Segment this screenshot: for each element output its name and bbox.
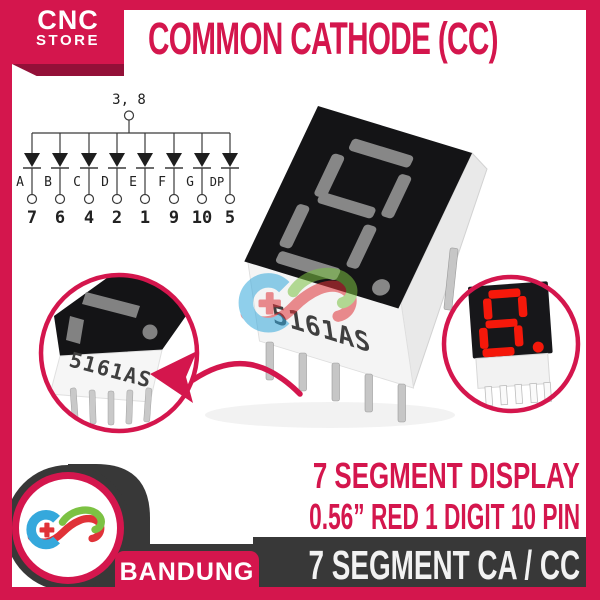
- pinout-column-c: C 4: [73, 133, 98, 228]
- inset-pins: [69, 387, 153, 426]
- diode-icon: [222, 153, 238, 167]
- pin-terminal-icon: [224, 193, 236, 205]
- page-title: COMMON CATHODE (CC): [148, 13, 499, 64]
- display-pins: [265, 247, 459, 423]
- segment-label: A: [16, 175, 24, 190]
- segment-label: F: [158, 175, 166, 190]
- inset-unlit-segments: [66, 292, 158, 344]
- pin-number: 1: [140, 208, 150, 228]
- display-pin: [499, 384, 509, 406]
- display-pin: [397, 383, 406, 423]
- lit-circle-ring: [441, 274, 581, 414]
- pin-terminal-icon: [168, 193, 180, 205]
- diode-icon: [194, 153, 210, 167]
- lit-digit-8: [478, 288, 544, 358]
- headline-line2: 0.56” RED 1 DIGIT 10 PIN: [309, 496, 580, 537]
- pin-number: 7: [27, 208, 37, 228]
- display-pin: [529, 382, 539, 404]
- common-pin-label: 3, 8: [112, 92, 146, 108]
- segment-label: C: [73, 175, 81, 190]
- display-pin: [143, 387, 153, 423]
- pin-number: 4: [84, 208, 94, 228]
- store-badge-line2: STORE: [36, 32, 100, 49]
- display-pin: [88, 389, 97, 425]
- diode-icon: [52, 153, 68, 167]
- marking-zoom-inset: 5161AS: [38, 272, 303, 434]
- pin-terminal-icon: [196, 193, 208, 205]
- diode-icon: [166, 153, 182, 167]
- common-pin-terminal-icon: [123, 110, 135, 121]
- display-pin: [514, 383, 524, 405]
- banner-text: 7 SEGMENT CA / CC: [308, 542, 581, 588]
- decimal-point-dot: [372, 279, 390, 296]
- pin-terminal-icon: [26, 193, 38, 205]
- pinout-column-a: A 7: [16, 133, 41, 228]
- pointer-arrow: [150, 351, 303, 403]
- pin-terminal-icon: [54, 193, 66, 205]
- pin-terminal-icon: [83, 193, 95, 205]
- segment-label: DP: [210, 175, 224, 189]
- pinout-column-g: G 10: [186, 133, 212, 228]
- pinout-column-f: F 9: [158, 133, 183, 228]
- pinout-column-dp: DP 5: [210, 133, 239, 228]
- lit-display-inset: [441, 274, 581, 414]
- display-pin: [125, 389, 134, 425]
- segment-label: E: [129, 175, 137, 190]
- pin-number: 9: [169, 208, 179, 228]
- pinout-column-b: B 6: [44, 133, 69, 228]
- diode-icon: [137, 153, 153, 167]
- segment-label: G: [186, 175, 194, 190]
- pinout-diagram: 3, 8 A 7 B 6 C 4 D 2: [16, 92, 239, 228]
- display-shadow: [205, 402, 455, 428]
- pin-number: 5: [225, 208, 235, 228]
- diode-icon: [109, 153, 125, 167]
- pin-number: 6: [55, 208, 65, 228]
- store-badge-fold: [12, 64, 124, 76]
- segment-label: B: [44, 175, 52, 190]
- pinout-column-e: E 1: [129, 133, 154, 228]
- main-display-photo: 5161AS: [244, 106, 488, 423]
- display-pin: [331, 362, 340, 402]
- display-pin: [484, 386, 494, 407]
- pin-terminal-icon: [139, 193, 151, 205]
- display-pin: [364, 373, 373, 413]
- city-badge-text: BANDUNG: [119, 558, 255, 586]
- display-pin: [298, 352, 307, 392]
- display-pin: [443, 247, 459, 311]
- zoom-circle-ring: [38, 272, 200, 434]
- headline-line1: 7 SEGMENT DISPLAY: [313, 455, 580, 496]
- lit-display-pins: [484, 381, 552, 407]
- segment-label: D: [101, 175, 109, 190]
- footer-graphics: [5, 464, 600, 600]
- display-pin: [107, 390, 115, 426]
- diode-icon: [81, 153, 97, 167]
- pin-number: 2: [112, 208, 122, 228]
- lit-decimal-point: [532, 341, 544, 353]
- diode-icon: [24, 153, 40, 167]
- lit-display-body: [475, 352, 551, 389]
- pin-terminal-icon: [111, 193, 123, 205]
- store-badge: CNC STORE: [12, 0, 124, 64]
- pin-number: 10: [192, 208, 212, 228]
- store-badge-line1: CNC: [37, 5, 99, 35]
- banner-bar: [253, 537, 600, 587]
- pinout-column-d: D 2: [101, 133, 126, 228]
